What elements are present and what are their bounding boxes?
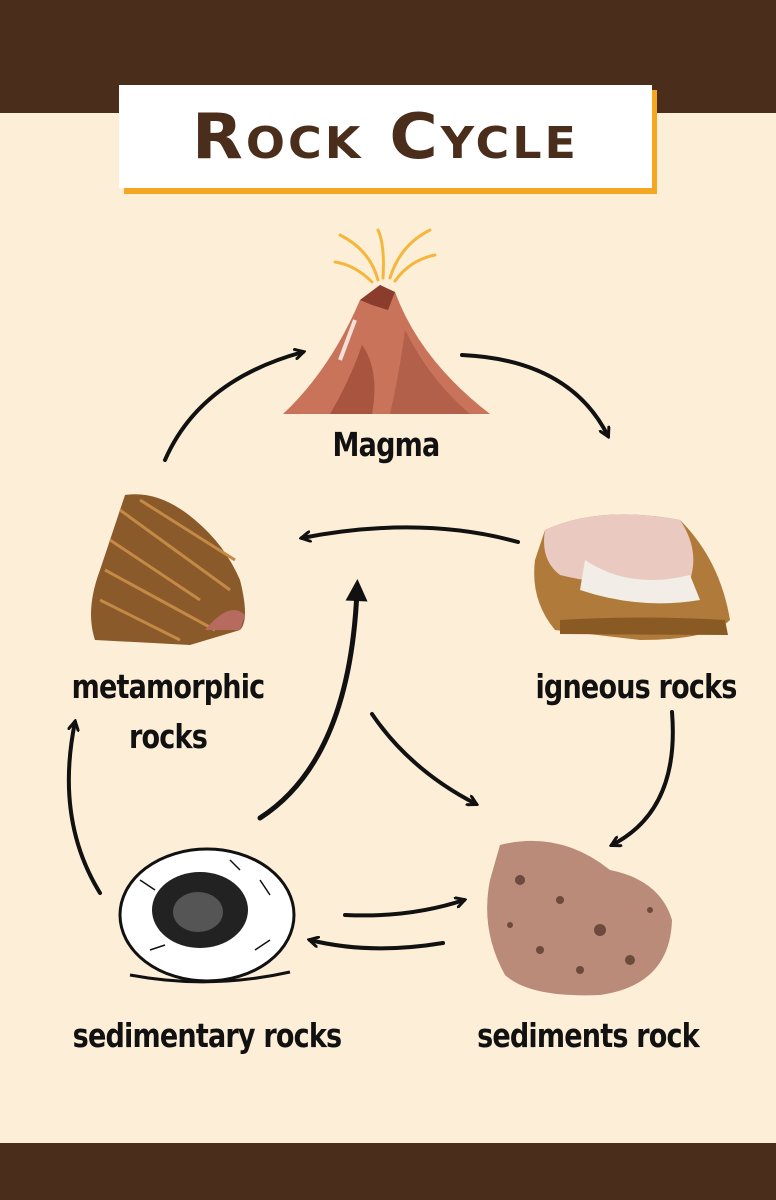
arrow-magma-to-igneous — [460, 353, 608, 436]
arrow-sedimentary-to-metamorphic — [66, 722, 102, 895]
sedimentary-rock-image — [118, 847, 296, 984]
label-igneous-rocks: igneous rocks — [535, 667, 737, 706]
bottom-band — [0, 1143, 776, 1200]
label-metamorphic-line2: rocks — [129, 717, 208, 756]
sediments-rock-image — [487, 840, 672, 996]
arrow-igneous-to-sediments — [612, 710, 675, 845]
arrow-center-to-sediments — [370, 712, 476, 804]
arrow-sedimentary-to-magma — [257, 579, 368, 821]
volcano-icon — [283, 228, 490, 414]
arrow-sediments-to-sedimentary — [310, 940, 445, 951]
arrow-metamorphic-to-magma — [163, 352, 303, 462]
label-sediments-rock: sediments rock — [477, 1016, 700, 1055]
arrow-sedimentary-to-sediments — [343, 900, 464, 918]
page-title: Rock Cycle — [192, 99, 579, 174]
igneous-rock-image — [534, 514, 730, 640]
label-magma: Magma — [332, 425, 441, 464]
label-metamorphic-line1: metamorphic — [71, 667, 266, 706]
title-box: Rock Cycle — [119, 85, 652, 188]
metamorphic-rock-image — [91, 494, 245, 645]
label-sedimentary-rocks: sedimentary rocks — [72, 1016, 342, 1055]
arrow-igneous-to-metamorphic — [302, 525, 520, 544]
